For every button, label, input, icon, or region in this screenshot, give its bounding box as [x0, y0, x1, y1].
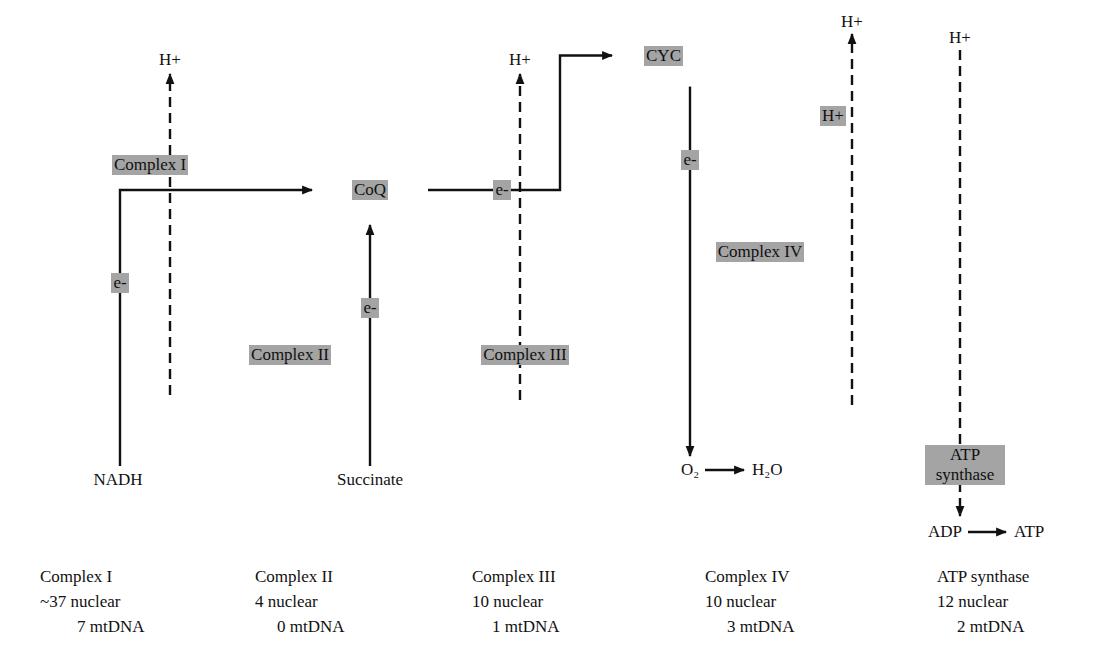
reaction-label: H₂O: [750, 460, 784, 480]
proton-path: [169, 74, 171, 395]
node-outline: [60, 103, 270, 390]
electron-connector: [428, 56, 612, 191]
electron-path: [120, 190, 270, 466]
electron-path: [369, 265, 371, 466]
node-outline: [613, 19, 714, 92]
electron-connector: [270, 189, 312, 191]
electron-label: e-: [493, 180, 510, 200]
reaction-label: ATP: [1012, 522, 1046, 542]
proton-label: H+: [507, 50, 533, 70]
electron-path: [689, 120, 691, 456]
node-label: ATP synthase: [925, 445, 1005, 485]
table-cell: ATP synthase: [935, 567, 1031, 587]
table-cell: 0 mtDNA: [275, 617, 347, 637]
reaction-arrow: [705, 469, 744, 471]
complex-four: Complex IV: [663, 88, 868, 395]
atp-synthase: ATP synthase: [915, 28, 1015, 512]
complex-one: Complex I: [60, 103, 270, 390]
electron-label: e-: [681, 150, 698, 170]
table-cell: 3 mtDNA: [725, 617, 797, 637]
table-cell: Complex IV: [703, 567, 792, 587]
table-cell: 12 nuclear: [935, 592, 1010, 612]
proton-path: [851, 34, 853, 405]
table-cell: 10 nuclear: [470, 592, 545, 612]
node-label: Complex II: [249, 345, 331, 365]
table-cell: Complex III: [470, 567, 558, 587]
table-cell: Complex I: [38, 567, 114, 587]
node-outline: [218, 265, 418, 390]
node-shape: [915, 28, 1015, 512]
substrate-label: NADH: [91, 470, 144, 490]
node-label: Complex IV: [716, 242, 805, 262]
proton-label: H+: [820, 106, 846, 126]
table-cell: Complex II: [253, 567, 335, 587]
reaction-label: ADP: [926, 522, 964, 542]
outer-leaflet: [0, 92, 1098, 140]
node-outline: [920, 28, 1010, 510]
electron-label: e-: [361, 298, 378, 318]
substrate-label: Succinate: [335, 470, 405, 490]
complex-three: Complex III: [437, 106, 615, 398]
coenzyme-q: CoQ: [312, 155, 428, 225]
node-label: Complex I: [112, 155, 188, 175]
electron-connector: [369, 225, 371, 265]
proton-label: H+: [947, 28, 973, 48]
cytochrome-c: CYC: [612, 18, 715, 93]
table-cell: 4 nuclear: [253, 592, 320, 612]
table-cell: 1 mtDNA: [490, 617, 562, 637]
inner-leaflet: [0, 326, 1098, 374]
proton-label: H+: [157, 50, 183, 70]
node-shape: [60, 103, 270, 390]
node-label: CoQ: [352, 180, 388, 200]
node-outline: [437, 106, 615, 398]
table-cell: 7 mtDNA: [75, 617, 147, 637]
table-cell: 2 mtDNA: [955, 617, 1027, 637]
reaction-label: O₂: [679, 460, 701, 480]
electron-label: e-: [111, 273, 128, 293]
electron-connector: [689, 87, 691, 120]
node-label: CYC: [644, 46, 683, 66]
node-outline: [313, 156, 427, 224]
proton-label: H+: [839, 12, 865, 32]
complex-two: Complex II: [218, 265, 418, 390]
table-cell: 10 nuclear: [703, 592, 778, 612]
reaction-arrow: [968, 531, 1006, 533]
node-outline: [663, 88, 868, 395]
table-cell: ~37 nuclear: [38, 592, 122, 612]
node-label: Complex III: [481, 345, 569, 365]
node-shape: [218, 265, 418, 390]
